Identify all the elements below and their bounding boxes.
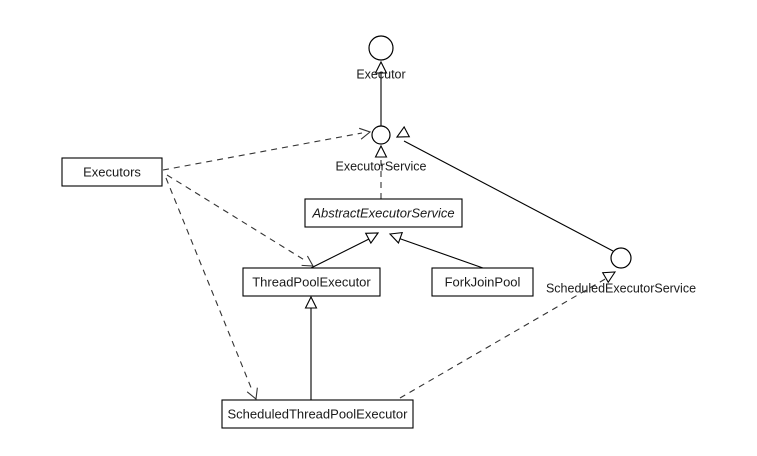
class-box-abstract-executor-service[interactable] (304, 198, 463, 228)
class-box-fork-join-pool[interactable] (431, 267, 534, 297)
interface-label-executor-service: ExecutorService (335, 159, 426, 173)
class-label-abstract-executor-service: AbstractExecutorService (311, 205, 454, 220)
edge-line-dependency (165, 177, 253, 391)
edge-line-dependency (166, 174, 307, 262)
edge-executors-dependency-threadpoolexecutor (166, 174, 314, 267)
arrowhead-hollow-triangle (395, 125, 411, 138)
edge-scheduledthreadpoolexecutor-implements-scheduledexecutorservice (399, 271, 617, 399)
edge-scheduledthreadpoolexecutor-extends-threadpoolexecutor (304, 295, 318, 400)
class-box-executors[interactable] (61, 157, 163, 187)
interface-label-executor: Executor (356, 67, 405, 81)
arrowhead-open-arrow (301, 255, 314, 267)
arrowhead-hollow-triangle (364, 232, 380, 245)
edge-line-dependency (162, 132, 363, 171)
edge-line-realization (399, 277, 608, 399)
interface-circle-scheduled-executor-service[interactable] (610, 247, 632, 269)
edge-threadpoolexecutor-extends-abstractexecutorservice (310, 232, 380, 269)
interface-node-scheduled-executor-service[interactable]: ScheduledExecutorService (546, 247, 696, 295)
class-node-scheduled-thread-pool-executor[interactable]: ScheduledThreadPoolExecutor (221, 399, 414, 429)
edge-scheduledexecutorservice-extends-executorservice (395, 125, 614, 252)
arrowhead-hollow-triangle (601, 271, 617, 284)
arrowhead-hollow-triangle (374, 144, 388, 158)
edge-line-generalization (310, 237, 372, 269)
class-label-fork-join-pool: ForkJoinPool (445, 274, 521, 289)
edge-abstractexecutorservice-implements-executorservice (374, 144, 388, 199)
arrowhead-hollow-triangle (304, 295, 318, 309)
interface-circle-executor[interactable] (368, 35, 394, 61)
arrowhead-hollow-triangle (374, 60, 388, 74)
class-box-thread-pool-executor[interactable] (242, 267, 381, 297)
class-node-executors[interactable]: Executors (61, 157, 163, 187)
class-label-thread-pool-executor: ThreadPoolExecutor (252, 274, 371, 289)
edge-executors-dependency-scheduledthreadpoolexecutor (165, 177, 258, 401)
arrowhead-open-arrow (359, 127, 372, 140)
edge-forkjoinpool-extends-abstractexecutorservice (388, 231, 484, 269)
arrowhead-open-arrow (246, 387, 258, 401)
edges-layer (162, 60, 617, 401)
class-node-fork-join-pool[interactable]: ForkJoinPool (431, 267, 534, 297)
class-box-scheduled-thread-pool-executor[interactable] (221, 399, 414, 429)
interface-node-executor[interactable]: Executor (356, 35, 406, 81)
interface-node-executor-service[interactable]: ExecutorService (335, 125, 427, 173)
class-label-scheduled-thread-pool-executor: ScheduledThreadPoolExecutor (228, 406, 409, 421)
edge-line-generalization (403, 140, 614, 252)
edge-executorservice-extends-executor (374, 60, 388, 126)
class-label-executors: Executors (83, 164, 141, 179)
class-node-thread-pool-executor[interactable]: ThreadPoolExecutor (242, 267, 381, 297)
nodes-layer: ExecutorsAbstractExecutorServiceThreadPo… (61, 35, 696, 429)
interface-label-scheduled-executor-service: ScheduledExecutorService (546, 281, 696, 295)
arrowhead-hollow-triangle (388, 231, 404, 244)
edge-line-generalization (397, 237, 484, 269)
interface-circle-executor-service[interactable] (371, 125, 391, 145)
class-node-abstract-executor-service[interactable]: AbstractExecutorService (304, 198, 463, 228)
edge-executors-dependency-executorservice (162, 127, 372, 171)
